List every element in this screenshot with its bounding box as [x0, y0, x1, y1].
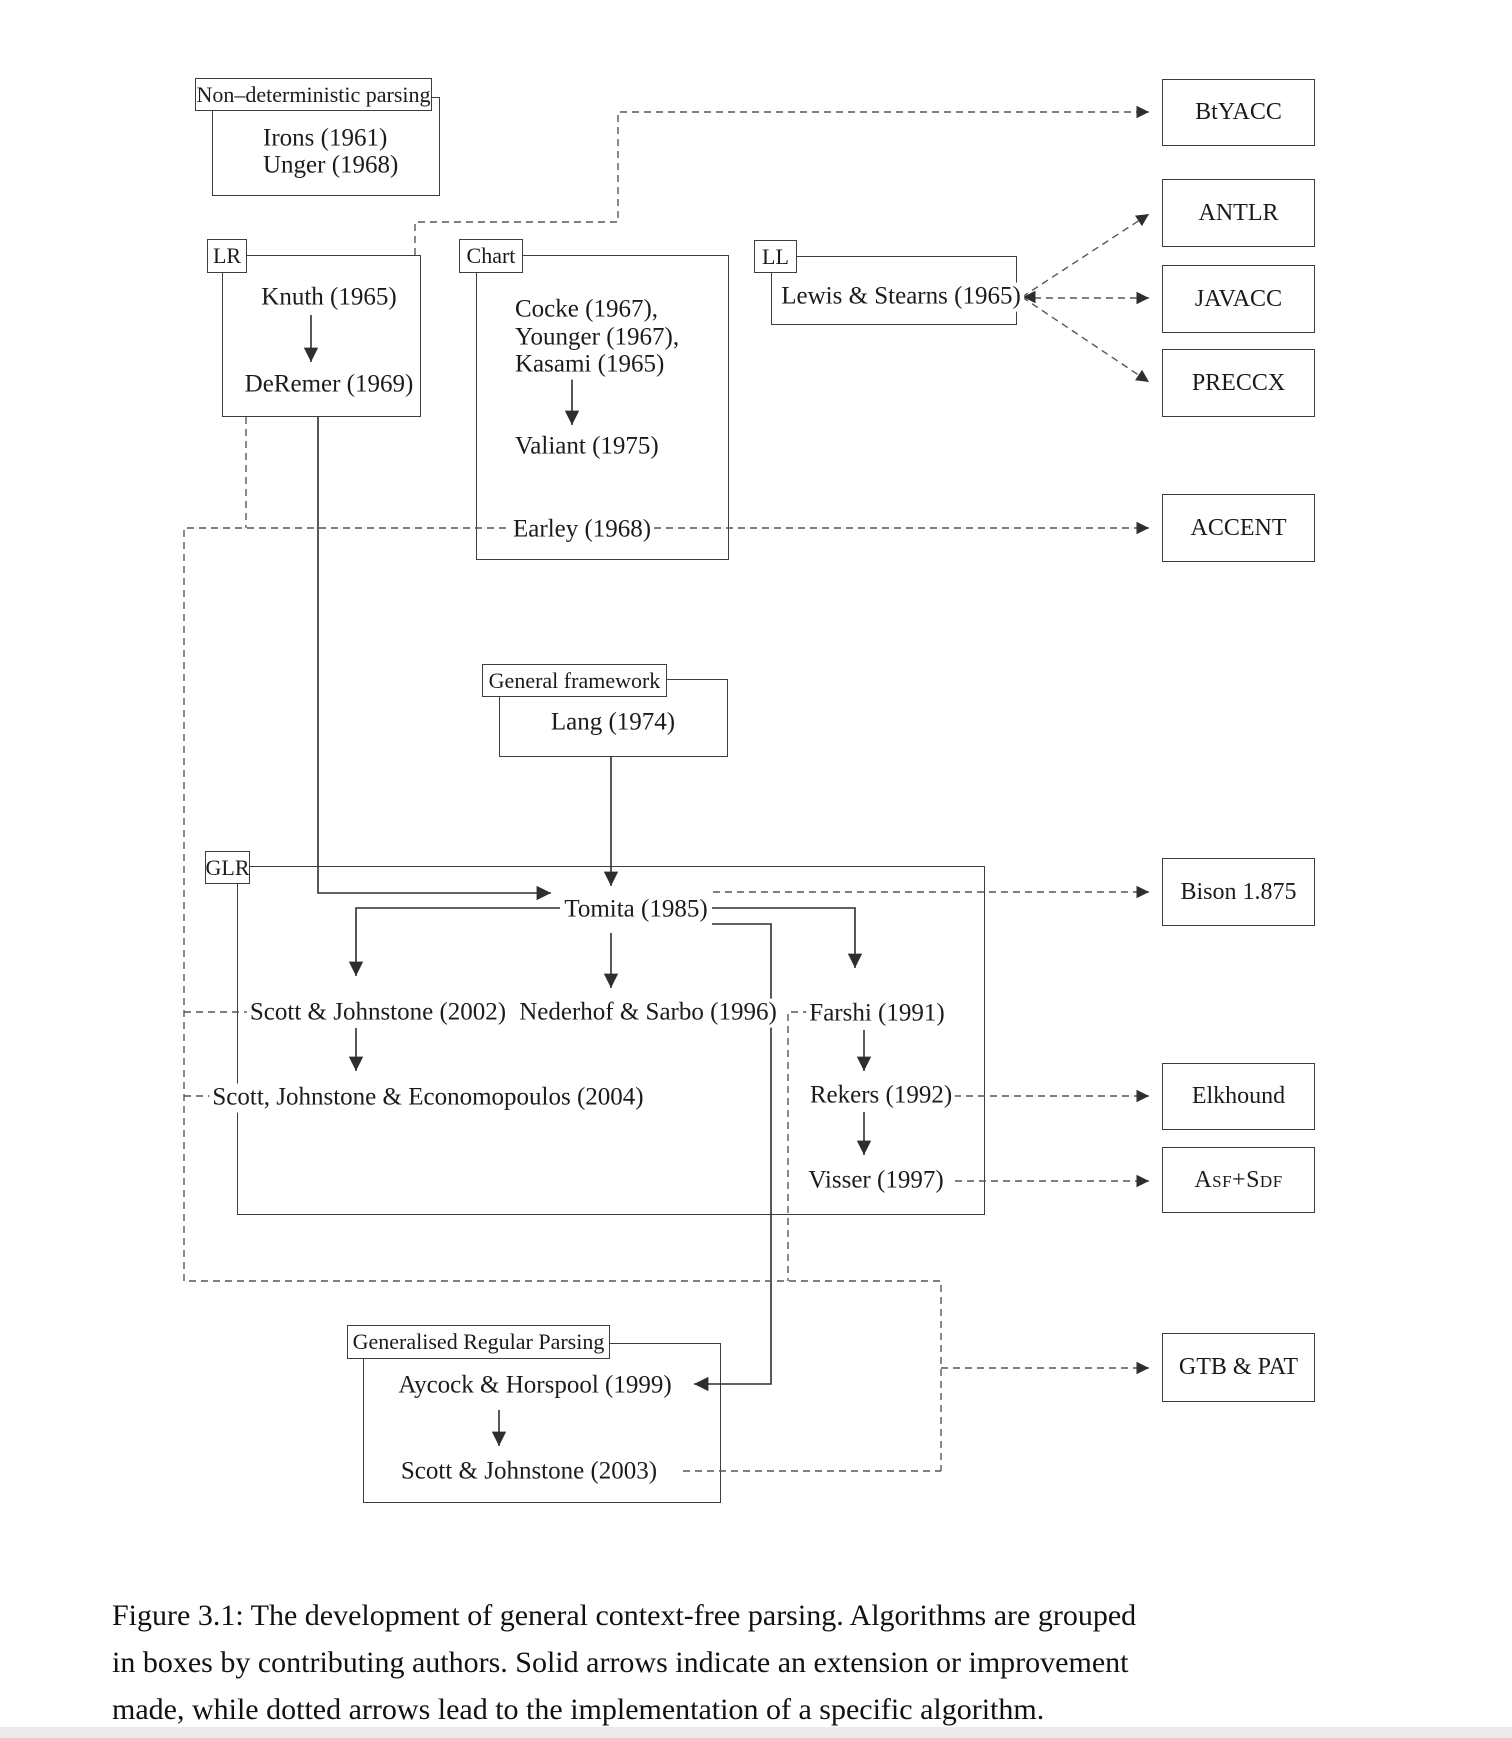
node-earley: Earley (1968) [510, 515, 655, 545]
node-younger: Younger (1967), [512, 323, 683, 353]
node-deremer: DeRemer (1969) [241, 370, 417, 400]
glr-group-label: GLR [205, 851, 250, 884]
accent-label: ACCENT [1190, 514, 1287, 541]
ll-group-label: LL [754, 240, 797, 273]
node-lewis-stearns: Lewis & Stearns (1965) [778, 282, 1024, 312]
node-irons: Irons (1961) [260, 124, 391, 154]
node-kasami: Kasami (1965) [512, 350, 668, 380]
node-scott-johnstone-economopoulos-2004: Scott, Johnstone & Economopoulos (2004) [209, 1083, 647, 1113]
bison-box: Bison 1.875 [1162, 858, 1315, 926]
asf-sdf-box: Asf+Sdf [1162, 1147, 1315, 1213]
javacc-label: JAVACC [1194, 285, 1283, 312]
figure-caption-line-2: in boxes by contributing authors. Solid … [112, 1646, 1129, 1679]
antlr-label: ANTLR [1198, 199, 1279, 226]
node-lang: Lang (1974) [547, 708, 679, 738]
lr-group-label: LR [207, 239, 247, 273]
elkhound-label: Elkhound [1191, 1083, 1286, 1109]
dashed-lr-to-btyacc [414, 105, 1149, 255]
preccx-box: PRECCX [1162, 349, 1315, 417]
antlr-box: ANTLR [1162, 179, 1315, 247]
preccx-label: PRECCX [1191, 369, 1286, 396]
node-cocke: Cocke (1967), [512, 295, 662, 325]
general-framework-group-label: General framework [482, 664, 667, 697]
javacc-box: JAVACC [1162, 265, 1315, 333]
nondet-group-label: Non–deterministic parsing [195, 78, 432, 111]
node-rekers: Rekers (1992) [806, 1081, 956, 1111]
figure-caption-line-3: made, while dotted arrows lead to the im… [112, 1693, 1045, 1726]
node-knuth: Knuth (1965) [258, 283, 400, 313]
asf-sdf-label: Asf+Sdf [1194, 1166, 1283, 1193]
node-tomita: Tomita (1985) [561, 895, 711, 925]
figure-caption-line-1: Figure 3.1: The development of general c… [112, 1599, 1137, 1632]
chart-group-label: Chart [459, 239, 523, 273]
node-unger: Unger (1968) [260, 151, 402, 181]
node-scott-johnstone-2002: Scott & Johnstone (2002) [246, 998, 510, 1028]
elkhound-box: Elkhound [1162, 1063, 1315, 1130]
node-valiant: Valiant (1975) [512, 432, 662, 462]
node-scott-johnstone-2003: Scott & Johnstone (2003) [397, 1457, 661, 1487]
dashed-lewis-to-antlr [1021, 213, 1150, 298]
btyacc-box: BtYACC [1162, 79, 1315, 146]
bison-label: Bison 1.875 [1180, 878, 1297, 905]
dashed-lewis-to-preccx [1021, 296, 1150, 383]
node-farshi: Farshi (1991) [806, 999, 948, 1029]
page-bottom-edge [0, 1727, 1512, 1738]
node-visser: Visser (1997) [805, 1166, 947, 1196]
gtb-pat-box: GTB & PAT [1162, 1333, 1315, 1402]
node-nederhof-sarbo: Nederhof & Sarbo (1996) [516, 998, 780, 1028]
btyacc-label: BtYACC [1195, 99, 1282, 125]
node-aycock-horspool: Aycock & Horspool (1999) [395, 1371, 675, 1401]
grp-group-label: Generalised Regular Parsing [347, 1325, 610, 1359]
accent-box: ACCENT [1162, 494, 1315, 562]
gtb-pat-label: GTB & PAT [1178, 1354, 1299, 1380]
